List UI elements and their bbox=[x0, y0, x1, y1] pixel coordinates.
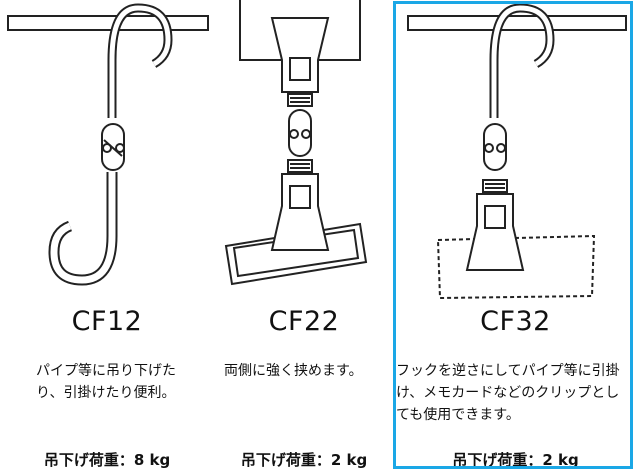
cf32-hook-clip-illustration bbox=[394, 0, 637, 300]
product-card-cf12[interactable]: CF12 パイプ等に吊り下げた り、引掛けたり便利。 吊下げ荷重：8 kg bbox=[0, 0, 214, 474]
load-capacity: 吊下げ荷重：2 kg bbox=[240, 451, 368, 469]
model-name: CF12 bbox=[71, 306, 143, 337]
product-description: フックを逆さにしてパイプ等に引掛 け、メモカードなどのクリップとし ても使用でき… bbox=[396, 363, 620, 423]
product-description: 両側に強く挟めます。 bbox=[224, 363, 363, 379]
product-description: パイプ等に吊り下げた り、引掛けたり便利。 bbox=[36, 363, 176, 401]
model-name: CF32 bbox=[480, 306, 551, 337]
model-name: CF22 bbox=[268, 306, 340, 337]
load-capacity: 吊下げ荷重：2 kg bbox=[452, 451, 579, 469]
cf22-double-clip-illustration bbox=[214, 0, 394, 300]
product-card-cf32[interactable]: CF32 フックを逆さにしてパイプ等に引掛 け、メモカードなどのクリップとし て… bbox=[394, 0, 637, 474]
product-card-cf22[interactable]: CF22 両側に強く挟めます。 吊下げ荷重：2 kg bbox=[214, 0, 394, 474]
load-capacity: 吊下げ荷重：8 kg bbox=[43, 451, 171, 469]
cf12-hook-illustration bbox=[0, 0, 214, 300]
